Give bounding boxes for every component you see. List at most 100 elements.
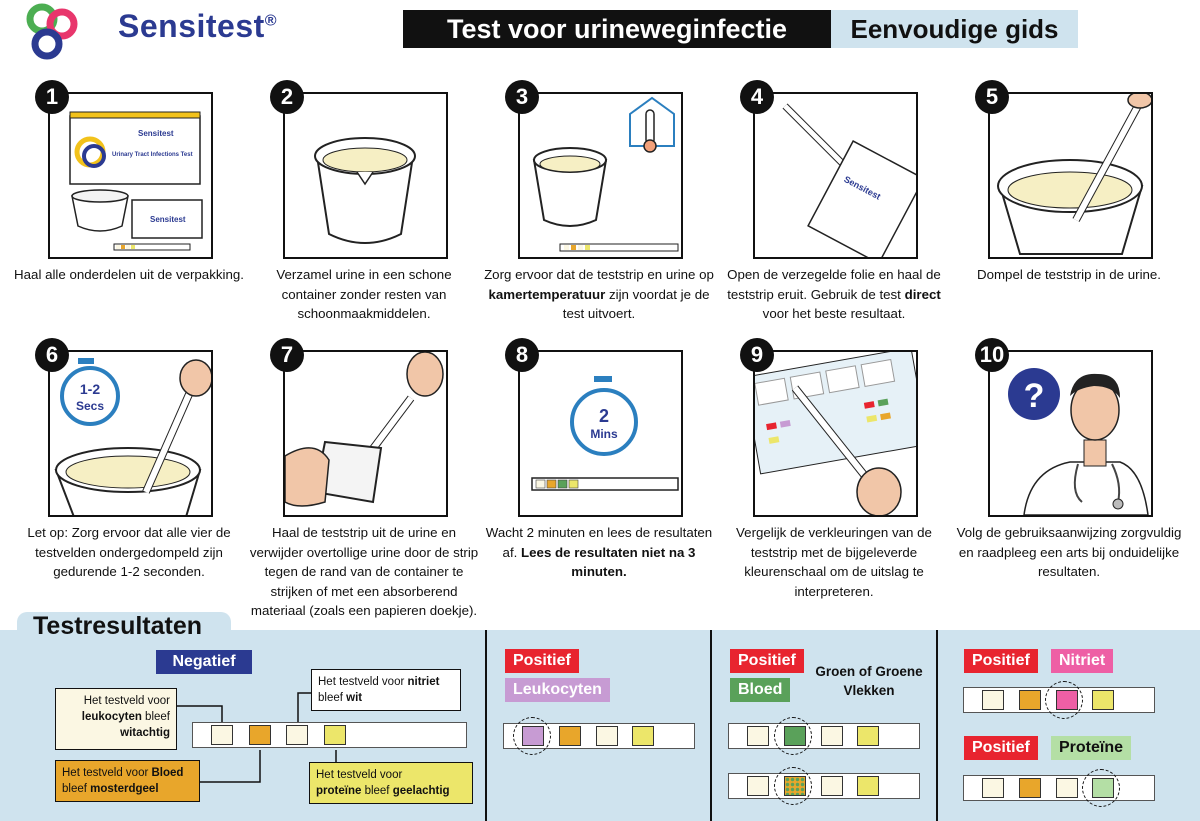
step-number: 4	[740, 80, 774, 114]
wait-two-minutes-illustration: 2 Mins	[531, 376, 679, 491]
divider	[485, 630, 487, 821]
svg-text:Secs: Secs	[76, 399, 104, 413]
positief-label: Positief	[505, 649, 579, 673]
positief-label: Positief	[964, 649, 1038, 673]
proteine-label: Proteïne	[1051, 736, 1132, 760]
open-foil-illustration: Sensitest	[782, 103, 916, 257]
pad-nitriet	[596, 726, 618, 746]
pad-nitriet	[821, 776, 843, 796]
pad-nitriet	[1056, 778, 1078, 798]
pad-bloed	[249, 725, 271, 745]
step-number: 7	[270, 338, 304, 372]
pad-proteine	[632, 726, 654, 746]
positief-label: Positief	[964, 736, 1038, 760]
step-illustration	[283, 92, 448, 259]
step-number: 8	[505, 338, 539, 372]
step-number: 2	[270, 80, 304, 114]
pad-proteine	[1092, 690, 1114, 710]
pad-bloed	[1019, 778, 1041, 798]
test-strip-bloed-vlekken	[728, 773, 920, 799]
test-strip-proteine	[963, 775, 1155, 801]
positief-label: Positief	[730, 649, 804, 673]
nitriet-label: Nitriet	[1051, 649, 1114, 673]
divider	[710, 630, 712, 821]
pad-leukocyten	[211, 725, 233, 745]
step-caption: Vergelijk de verkleuringen van de testst…	[736, 525, 932, 599]
pad-bloed	[559, 726, 581, 746]
pad-nitriet	[286, 725, 308, 745]
pad-proteine	[324, 725, 346, 745]
step-number: 6	[35, 338, 69, 372]
pad-leukocyten	[747, 776, 769, 796]
highlight-circle	[774, 767, 812, 805]
dip-strip-illustration	[997, 94, 1151, 255]
logo-rings-icon	[26, 3, 78, 60]
svg-text:Sensitest: Sensitest	[150, 215, 186, 224]
bloed-label: Bloed	[730, 678, 791, 702]
doctor-illustration: ?	[1008, 368, 1149, 515]
pad-proteine	[857, 776, 879, 796]
connector-lines	[175, 692, 337, 783]
step-illustration: 2 Mins	[518, 350, 683, 517]
step-caption: Zorg ervoor dat de teststrip en urine op…	[484, 267, 714, 321]
page-title: Test voor urineweginfectie	[403, 10, 831, 48]
svg-text:Sensitest: Sensitest	[138, 129, 174, 138]
highlight-circle	[1082, 769, 1120, 807]
step-illustration	[518, 92, 683, 259]
step-illustration: Sensitest	[753, 92, 918, 259]
test-kit-illustration: Sensitest Urinary Tract Infections Test …	[69, 111, 203, 251]
groen-note: Groen of Groene Vlekken	[815, 664, 923, 698]
step-illustration	[988, 92, 1153, 259]
pad-proteine	[857, 726, 879, 746]
step-illustration	[753, 350, 918, 517]
leukocyten-label: Leukocyten	[505, 678, 610, 702]
step-caption: Dompel de teststrip in de urine.	[976, 267, 1162, 282]
step-number: 10	[975, 338, 1009, 372]
results-tab	[17, 612, 231, 650]
highlight-circle	[774, 717, 812, 755]
question-mark-icon: ?	[1008, 368, 1060, 420]
stopwatch-icon: 1-2 Secs	[60, 358, 120, 426]
step-illustration: Sensitest Urinary Tract Infections Test …	[48, 92, 213, 259]
svg-text:?: ?	[1024, 377, 1045, 415]
brand-logo: Sensitest®	[22, 2, 292, 64]
room-temperature-illustration	[532, 96, 679, 252]
stopwatch-icon: 2 Mins	[570, 376, 638, 456]
svg-text:2: 2	[599, 406, 609, 426]
step-illustration	[283, 350, 448, 517]
pad-leukocyten	[982, 690, 1004, 710]
step-number: 9	[740, 338, 774, 372]
divider	[936, 630, 938, 821]
step-caption: Volg de gebruiksaanwijzing zorgvuldig en…	[956, 525, 1182, 579]
results-title: Testresultaten	[33, 612, 203, 640]
svg-text:1-2: 1-2	[80, 381, 100, 397]
step-caption: Haal alle onderdelen uit de verpakking.	[14, 267, 244, 282]
step-number: 3	[505, 80, 539, 114]
pad-bloed	[1019, 690, 1041, 710]
step-caption: Verzamel urine in een schone container z…	[276, 267, 452, 321]
compare-color-chart-illustration	[755, 352, 916, 515]
thermometer-icon	[645, 109, 655, 145]
step-caption: Wacht 2 minuten en lees de resultaten af…	[485, 525, 713, 579]
page-subtitle: Eenvoudige gids	[831, 10, 1078, 48]
highlight-circle	[513, 717, 551, 755]
step-number: 1	[35, 80, 69, 114]
highlight-circle	[1045, 681, 1083, 719]
step-caption: Haal de teststrip uit de urine en verwij…	[249, 525, 479, 618]
immerse-strip-illustration: 1-2 Secs	[54, 358, 211, 515]
svg-text:Urinary Tract Infections Test: Urinary Tract Infections Test	[112, 152, 193, 158]
step-illustration: 1-2 Secs	[48, 350, 213, 517]
step-illustration: ?	[988, 350, 1153, 517]
urine-container-illustration	[314, 137, 416, 244]
step-caption: Open de verzegelde folie en haal de test…	[727, 267, 941, 321]
remove-excess-illustration	[285, 352, 444, 507]
pad-leukocyten	[747, 726, 769, 746]
pad-leukocyten	[982, 778, 1004, 798]
step-number: 5	[975, 80, 1009, 114]
svg-text:Mins: Mins	[590, 427, 618, 441]
pad-nitriet	[821, 726, 843, 746]
